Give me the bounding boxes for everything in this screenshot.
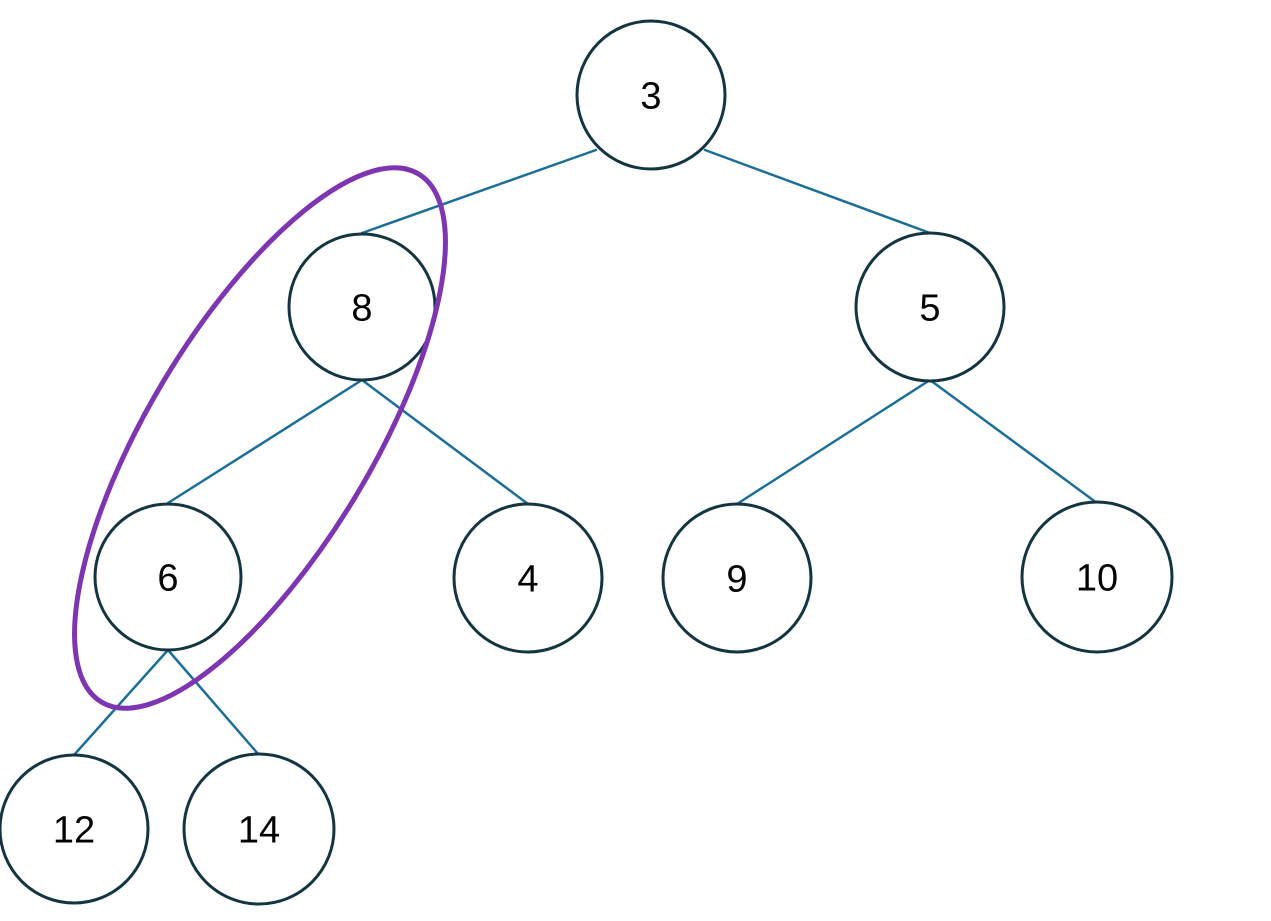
node-circle-5 [854,231,1006,383]
node-label-4: 4 [517,558,538,600]
tree-edge-6-14 [166,648,261,757]
node-circle-4 [452,502,604,654]
node-layer: 3 8 5 6 4 9 10 12 14 [0,19,1174,906]
tree-node-10: 10 [1020,500,1174,654]
tree-node-5: 5 [854,231,1006,383]
tree-node-8: 8 [287,232,437,382]
node-label-14: 14 [238,809,280,851]
node-circle-12 [0,753,150,905]
node-label-3: 3 [640,75,661,117]
tree-edge-8-6 [166,378,364,505]
node-label-9: 9 [726,558,747,600]
tree-node-14: 14 [182,752,336,906]
tree-edge-6-12 [72,648,170,757]
tree-node-9: 9 [661,502,813,654]
node-label-10: 10 [1076,557,1118,599]
tree-node-12: 12 [0,753,150,905]
tree-edge-3-8 [360,148,598,235]
node-circle-3 [575,19,727,171]
tree-node-3: 3 [575,19,727,171]
highlight-ellipse [72,165,448,711]
tree-edge-5-10 [928,378,1099,505]
node-circle-14 [182,752,336,906]
node-circle-6 [93,502,243,652]
edge-layer [72,148,1099,757]
tree-node-4: 4 [452,502,604,654]
node-circle-10 [1020,500,1174,654]
tree-edge-3-5 [703,148,932,235]
node-label-8: 8 [351,287,372,329]
node-label-12: 12 [53,809,95,851]
node-label-5: 5 [919,287,940,329]
node-label-6: 6 [157,557,178,599]
tree-node-6: 6 [93,502,243,652]
node-circle-9 [661,502,813,654]
tree-edge-5-9 [735,378,932,506]
tree-edge-8-4 [360,378,530,506]
